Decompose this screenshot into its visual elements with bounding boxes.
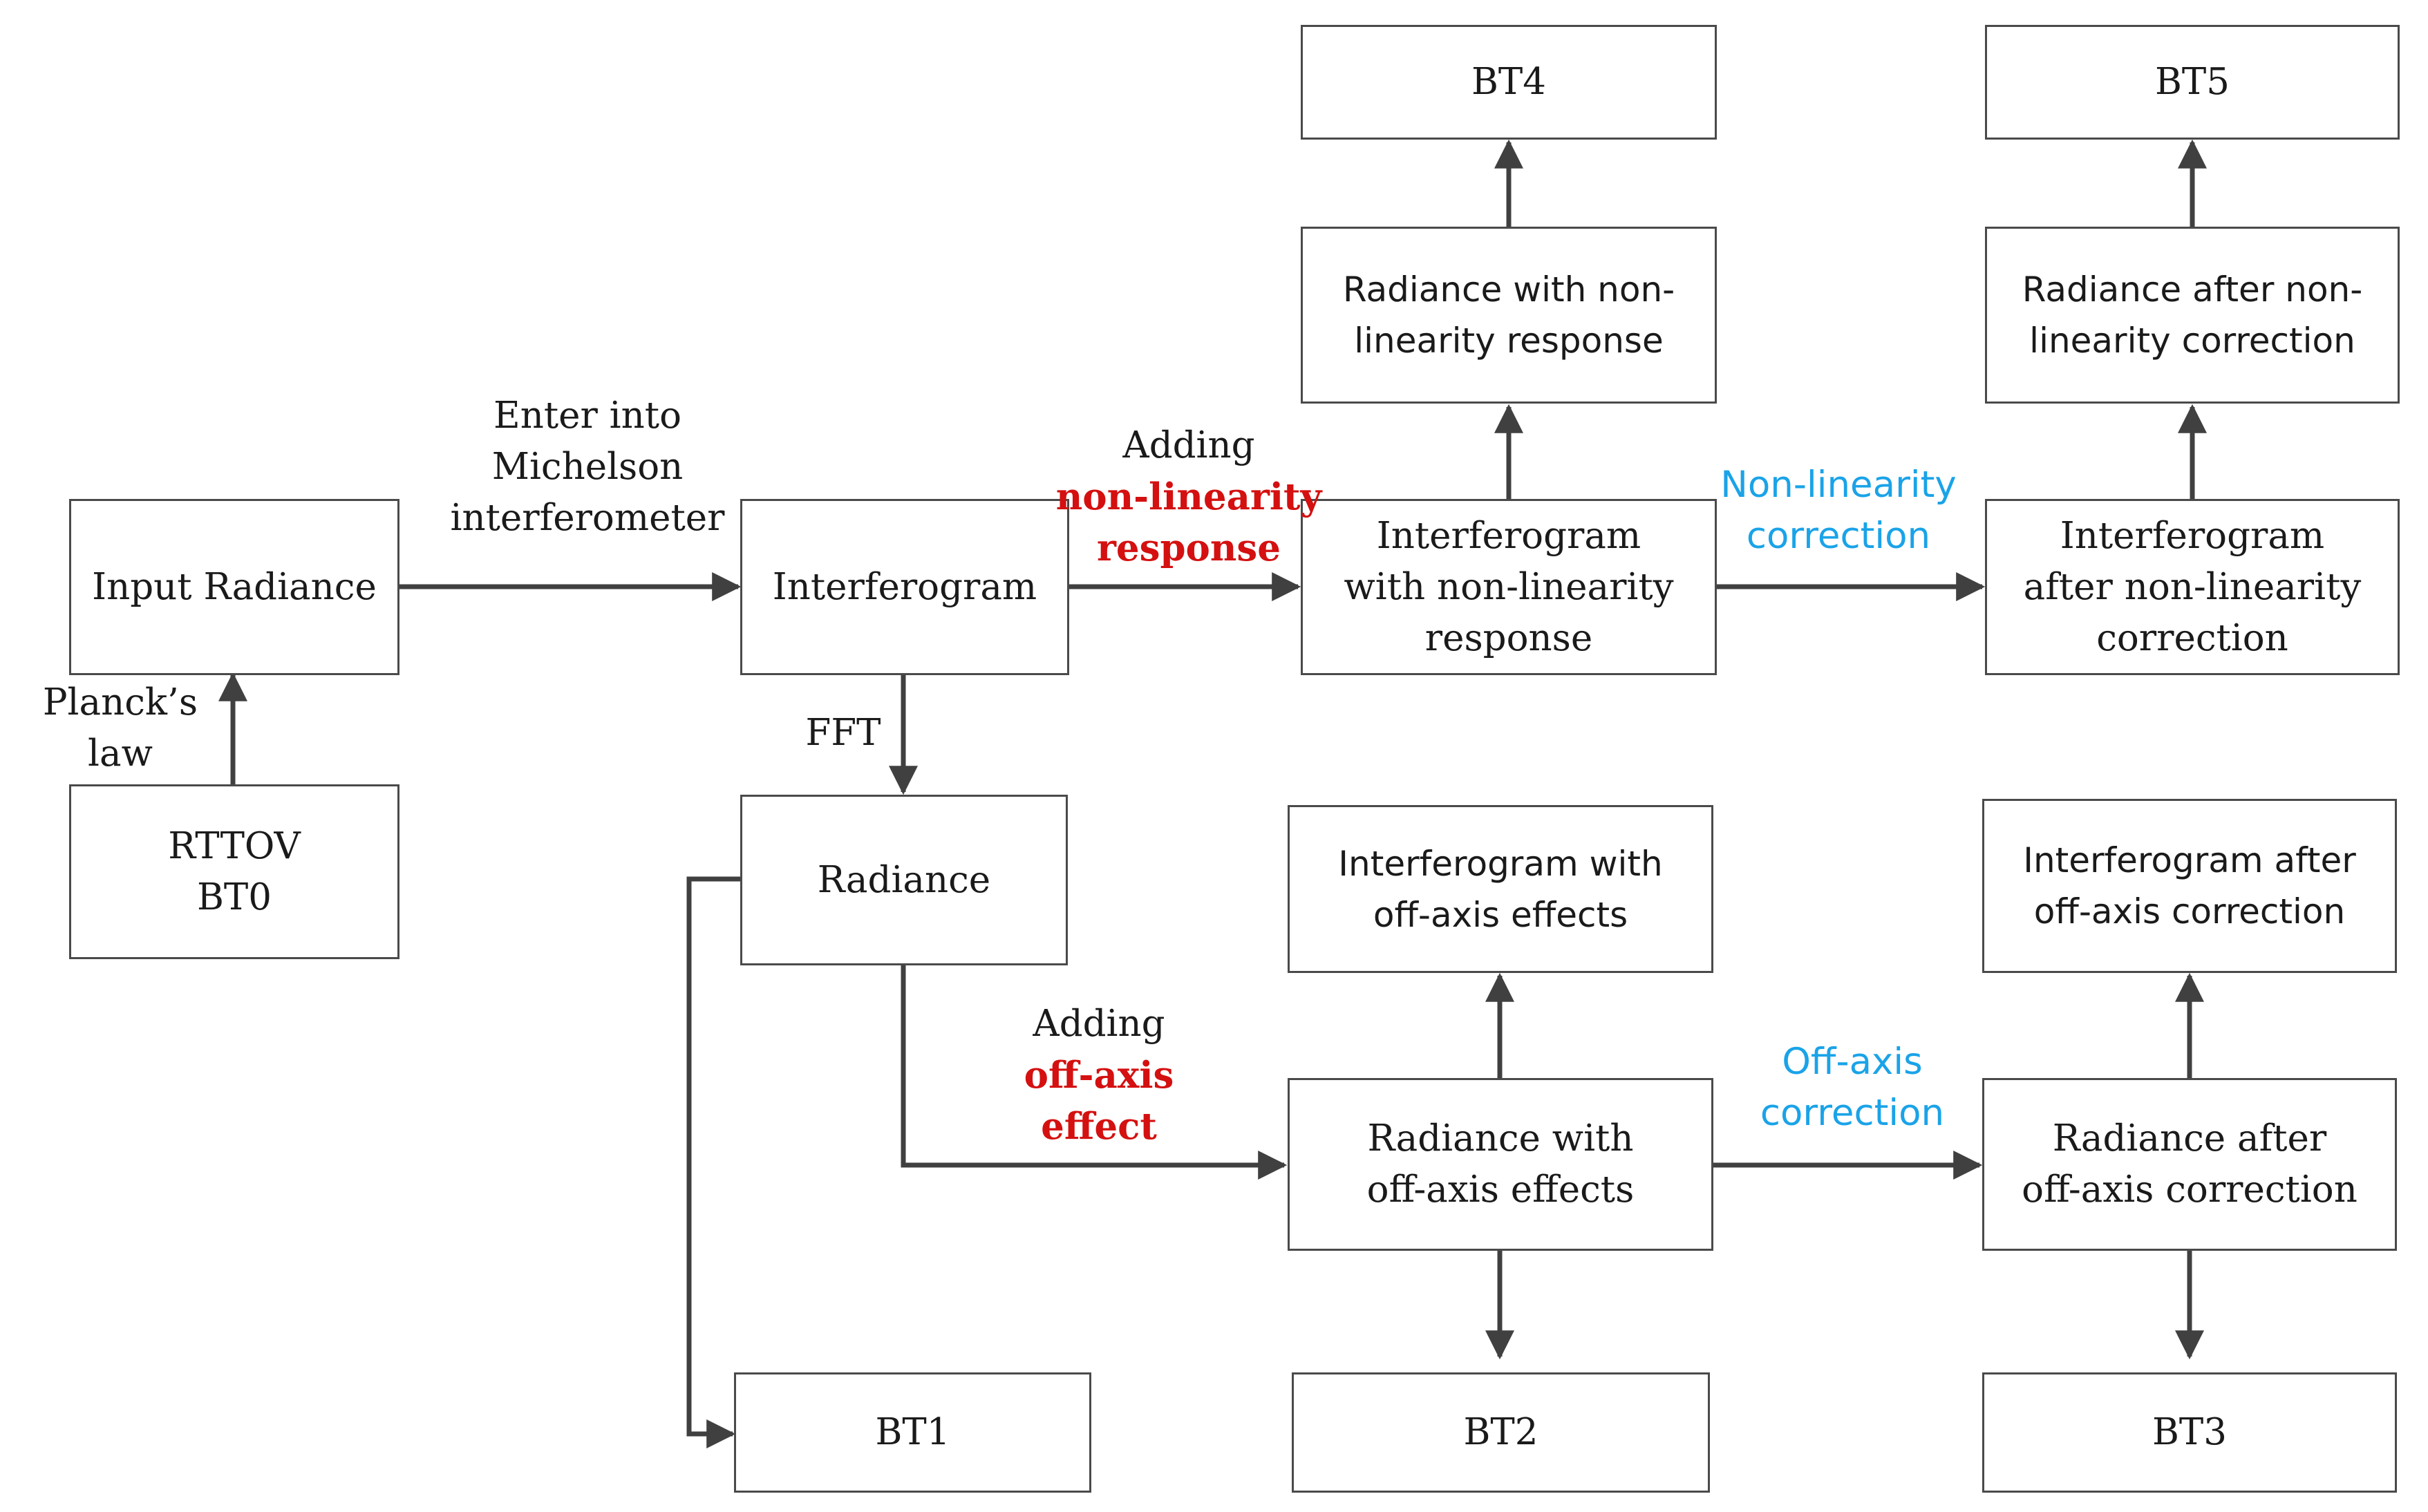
arrow-radiance-to-bt1	[686, 876, 740, 1448]
input-radiance-box: Input Radiance	[69, 499, 399, 675]
interferogram-box: Interferogram	[740, 499, 1069, 675]
radiance-after-offaxis-box: Radiance after off-axis correction	[1982, 1078, 2397, 1251]
radiance-offaxis-box: Radiance with off-axis effects	[1288, 1078, 1713, 1251]
interferogram-nonlinearity-box: Interferogram with non-linearity respons…	[1301, 499, 1717, 675]
radiance-box: Radiance	[740, 795, 1068, 965]
bt1-box: BT1	[734, 1372, 1091, 1493]
radiance-nonlinearity-box: Radiance with non- linearity response	[1301, 227, 1717, 404]
offaxis-correction-label: Off-axis correction	[1760, 1041, 1945, 1134]
interferogram-after-offaxis-box: Interferogram after off-axis correction	[1982, 799, 2397, 973]
plancks-law-label: Planck’s law	[42, 681, 198, 775]
fft-label: FFT	[805, 712, 881, 754]
radiance-after-nonlinearity-box: Radiance after non- linearity correction	[1985, 227, 2400, 404]
bt3-box: BT3	[1982, 1372, 2397, 1493]
adding-nonlinearity-label: Adding non-linearity response	[1055, 424, 1322, 569]
nonlinearity-correction-label: Non-linearity correction	[1720, 464, 1957, 557]
bt5-box: BT5	[1985, 25, 2400, 140]
arrow-radiance-to-offaxis	[901, 965, 1288, 1180]
interferogram-offaxis-box: Interferogram with off-axis effects	[1288, 805, 1713, 973]
adding-offaxis-label: Adding off-axis effect	[1024, 1003, 1174, 1148]
rttov-box: RTTOV BT0	[69, 784, 399, 959]
interferogram-after-nonlinearity-box: Interferogram after non-linearity correc…	[1985, 499, 2400, 675]
bt4-box: BT4	[1301, 25, 1717, 140]
michelson-label: Enter into Michelson interferometer	[450, 395, 725, 539]
bt2-box: BT2	[1292, 1372, 1710, 1493]
